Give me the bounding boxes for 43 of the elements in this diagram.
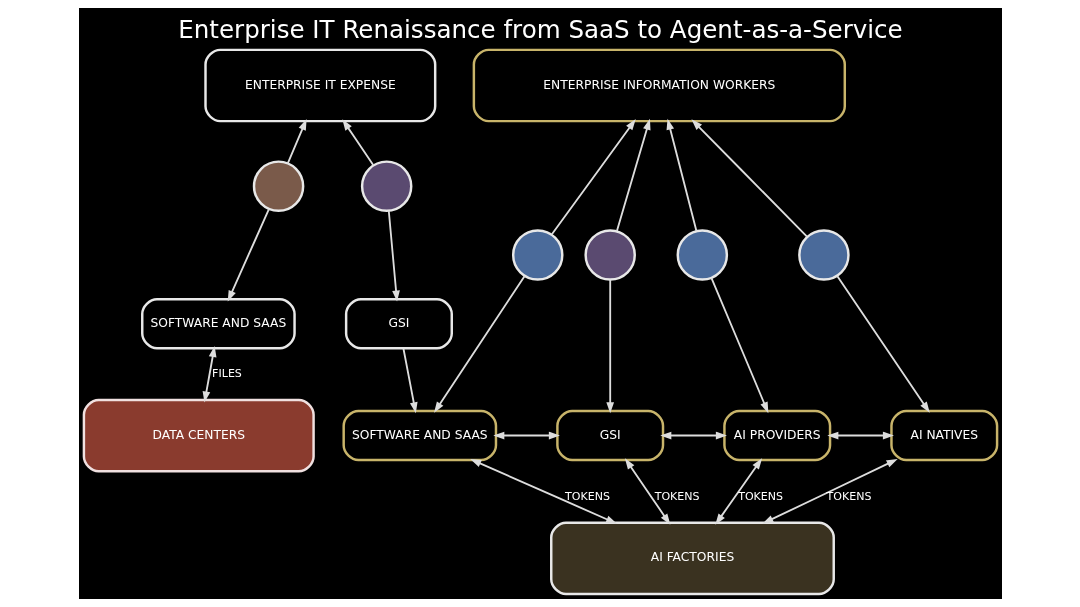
node-box: SOFTWARE AND SAAS bbox=[341, 409, 497, 462]
node-box: GSI bbox=[344, 297, 453, 350]
node-box: GSI bbox=[555, 409, 664, 462]
arrow bbox=[624, 458, 670, 525]
node-box: AI NATIVES bbox=[889, 409, 998, 462]
arrow bbox=[469, 459, 617, 524]
arrow bbox=[387, 210, 400, 302]
edge-label: TOKENS bbox=[826, 489, 872, 503]
node-box: AI FACTORIES bbox=[549, 521, 835, 596]
arrow bbox=[550, 119, 636, 236]
arrow bbox=[690, 119, 808, 238]
edge-label: TOKENS bbox=[564, 489, 610, 503]
node-circle bbox=[511, 229, 564, 281]
arrow bbox=[710, 277, 768, 414]
arrow bbox=[666, 118, 697, 232]
arrow bbox=[402, 347, 418, 414]
arrow bbox=[341, 119, 374, 166]
arrow bbox=[202, 345, 216, 403]
arrow bbox=[605, 278, 614, 414]
node-circle bbox=[360, 160, 412, 212]
node-box: ENTERPRISE IT EXPENSE bbox=[203, 48, 436, 123]
arrow bbox=[714, 458, 762, 525]
arrow bbox=[835, 275, 930, 413]
arrow bbox=[492, 431, 560, 440]
node-box: ENTERPRISE INFORMATION WORKERS bbox=[472, 48, 846, 123]
node-circle bbox=[583, 229, 636, 281]
node-box: SOFTWARE AND SAAS bbox=[140, 297, 296, 350]
arrow bbox=[826, 431, 894, 440]
node-box: DATA CENTERS bbox=[82, 398, 315, 473]
node-circle bbox=[676, 229, 728, 281]
arrow bbox=[761, 459, 898, 524]
arrow bbox=[615, 118, 651, 232]
arrow bbox=[433, 275, 526, 413]
node-circle bbox=[797, 229, 850, 281]
edge-label: TOKENS bbox=[737, 489, 783, 503]
diagram-title: Enterprise IT Renaissance from SaaS to Agent-as-a-Service bbox=[177, 14, 903, 44]
node-circle bbox=[252, 160, 304, 212]
edge-label: FILES bbox=[211, 366, 242, 380]
arrow bbox=[227, 208, 270, 302]
edge-label: TOKENS bbox=[654, 489, 700, 503]
arrow bbox=[659, 431, 727, 440]
node-box: AI PROVIDERS bbox=[722, 409, 831, 462]
arrow bbox=[286, 119, 307, 165]
